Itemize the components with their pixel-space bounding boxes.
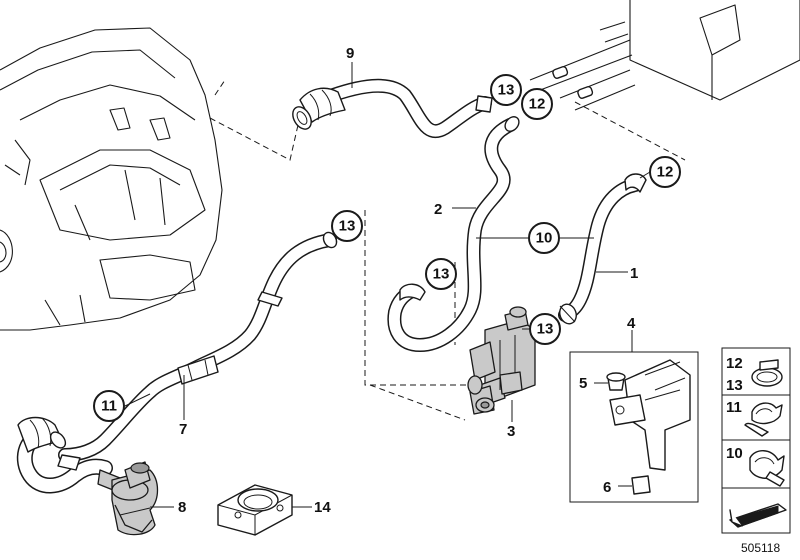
callout-13-mid: 13 (331, 210, 363, 242)
callout-13-valve: 13 (529, 313, 561, 345)
legend-11-label: 11 (726, 399, 742, 416)
clamp-legend (721, 347, 791, 534)
callout-3-label: 3 (507, 423, 515, 440)
callout-14-label: 14 (314, 499, 331, 516)
heater-core-illustration (529, 0, 800, 111)
callout-13-mid-label: 13 (339, 218, 356, 235)
callout-12-right-label: 12 (657, 164, 674, 181)
callout-9-label: 9 (346, 45, 354, 62)
hose-clamp-icon (751, 359, 783, 387)
callout-11: 11 (93, 390, 125, 422)
callout-12-top: 12 (521, 88, 553, 120)
callout-6-label: 6 (603, 479, 611, 496)
legend-10-label: 10 (726, 445, 743, 462)
engine-block-illustration (0, 27, 223, 331)
routing-lines (209, 79, 686, 421)
hose-7 (58, 231, 338, 462)
hose-1 (558, 173, 647, 325)
hose-9 (292, 78, 493, 138)
legend-12-label: 12 (726, 355, 743, 372)
pump-8 (97, 461, 159, 536)
callout-13-left-label: 13 (433, 266, 450, 283)
callout-8-label: 8 (178, 499, 186, 516)
spring-clip-icon (744, 402, 783, 437)
callout-5-label: 5 (579, 375, 587, 392)
callout-4-label: 4 (627, 315, 636, 332)
callout-10-label: 10 (536, 230, 553, 247)
hose-11 (16, 416, 113, 494)
callout-1-label: 1 (630, 265, 638, 282)
snap-clip-icon (749, 450, 785, 487)
callout-12-top-label: 12 (529, 96, 546, 113)
valve-3 (467, 306, 536, 415)
bracket-14 (217, 484, 293, 536)
callout-10: 10 (528, 222, 560, 254)
arrow-icon (728, 503, 787, 528)
diagram-reference-number: 505118 (741, 541, 780, 555)
hose-2 (387, 116, 520, 352)
bracket-4-group (569, 351, 699, 503)
callout-12-right: 12 (649, 156, 681, 188)
callout-13-valve-label: 13 (537, 321, 554, 338)
legend-13-label: 13 (726, 377, 743, 394)
callout-13-top-label: 13 (498, 82, 515, 99)
callout-13-left: 13 (425, 258, 457, 290)
callout-13-top: 13 (490, 74, 522, 106)
leader-lines (124, 62, 651, 508)
callout-2-label: 2 (434, 201, 442, 218)
callout-7-label: 7 (179, 421, 187, 438)
callout-11-label: 11 (101, 398, 117, 415)
